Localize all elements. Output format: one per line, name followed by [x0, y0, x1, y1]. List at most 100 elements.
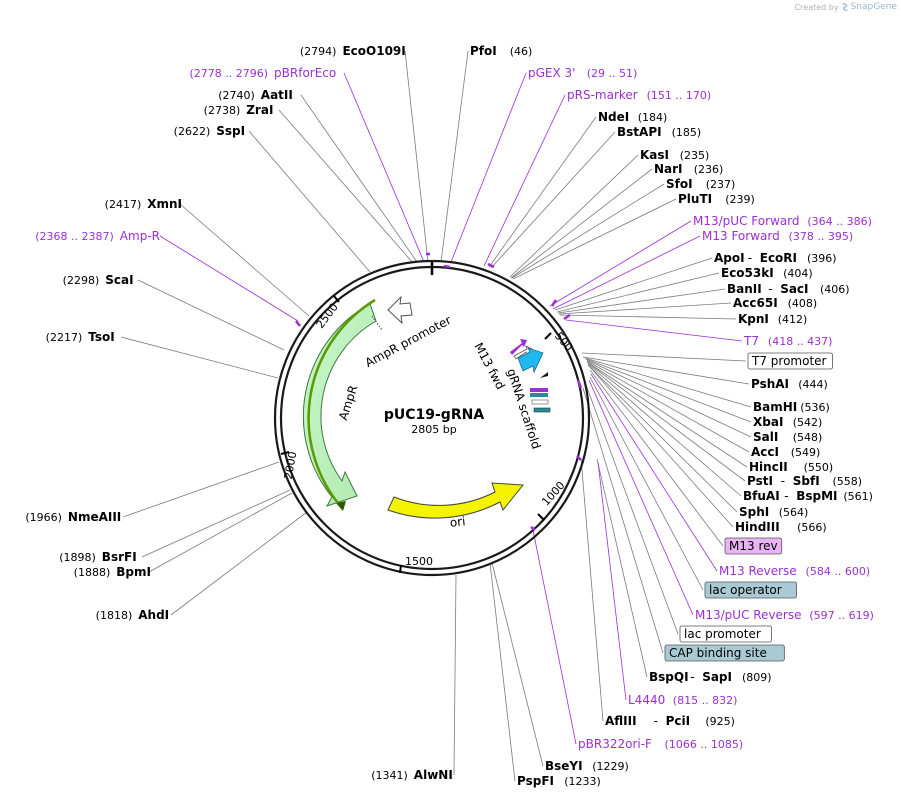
site-position: (2738)	[204, 104, 241, 117]
site-zrai[interactable]: (2738)ZraI	[204, 103, 274, 117]
site-hindiii[interactable]: HindIII(566)	[735, 520, 827, 534]
site-pgex-3[interactable]: pGEX 3'(29 .. 51)	[528, 66, 637, 80]
site-t7[interactable]: T7(418 .. 437)	[743, 334, 832, 348]
leader-line	[589, 376, 704, 591]
site-sspi[interactable]: (2622)SspI	[174, 124, 245, 138]
site-aatii[interactable]: (2740)AatII	[218, 88, 293, 102]
site-sali[interactable]: SalI(548)	[753, 430, 822, 444]
site-text: M13 rev	[729, 539, 778, 553]
site-bspqi-sapi[interactable]: BspQI-SapI(809)	[649, 670, 772, 684]
leader-line	[343, 72, 425, 263]
leader-line	[597, 461, 627, 701]
leader-lines	[120, 50, 752, 782]
site-kpni[interactable]: KpnI(412)	[738, 312, 807, 326]
grna-small-arrow	[540, 372, 548, 378]
site-m13-forward[interactable]: M13 Forward(378 .. 395)	[702, 229, 853, 243]
leader-line	[558, 302, 732, 315]
site-apoi-ecori[interactable]: ApoI-EcoRI(396)	[714, 251, 837, 265]
site-text: CAP binding site	[669, 646, 767, 660]
site-acc65i[interactable]: Acc65I(408)	[733, 296, 817, 310]
site-text: (1229)	[592, 760, 629, 773]
site-bsrfi[interactable]: (1898)BsrFI	[59, 550, 136, 564]
grna-mark-1	[530, 388, 548, 392]
site-text: (815 .. 832)	[673, 694, 738, 707]
site-cap-binding-site[interactable]: CAP binding site	[664, 644, 785, 662]
site-hincii[interactable]: HincII(550)	[749, 460, 833, 474]
site-text: pBRforEco	[274, 66, 336, 80]
site-bpmi[interactable]: (1888)BpmI	[74, 565, 151, 579]
leader-line	[586, 360, 750, 453]
ampr-promoter-feature: AmpR promoter	[363, 295, 454, 370]
site-position: (1888)	[74, 566, 111, 579]
site-text: (561)	[843, 490, 873, 503]
site-pluti[interactable]: PluTI(239)	[678, 192, 755, 206]
tick-mark-1500	[399, 564, 402, 574]
site-sfoi[interactable]: SfoI(237)	[666, 177, 735, 191]
site-pbrforeco[interactable]: (2778 .. 2796)pBRforEco	[189, 66, 336, 80]
site-m13-puc-reverse[interactable]: M13/pUC Reverse(597 .. 619)	[695, 608, 874, 622]
plasmid-length: 2805 bp	[411, 423, 456, 436]
leader-line	[586, 361, 748, 468]
site-alwni[interactable]: (1341)AlwNI	[371, 768, 453, 782]
site-text: -	[690, 670, 694, 684]
site-lac-operator[interactable]: lac operator	[704, 581, 797, 599]
site-m13-reverse[interactable]: M13 Reverse(584 .. 600)	[719, 564, 870, 578]
site-bseyi[interactable]: BseYI(1229)	[545, 759, 629, 773]
site-pbr322ori-f[interactable]: pBR322ori-F(1066 .. 1085)	[578, 737, 743, 751]
leader-line	[278, 109, 414, 264]
backbone	[273, 259, 591, 577]
leader-line	[137, 279, 285, 351]
ampr-outline-arc	[307, 298, 376, 509]
site-text: SspI	[216, 124, 245, 138]
site-bamhi[interactable]: BamHI(536)	[753, 400, 830, 414]
site-ndei[interactable]: NdeI(184)	[598, 110, 667, 124]
site-l4440[interactable]: L4440(815 .. 832)	[628, 693, 737, 707]
backbone-marks	[295, 252, 583, 531]
site-nari[interactable]: NarI(236)	[654, 162, 723, 176]
site-pfoi[interactable]: PfoI(46)	[470, 44, 532, 58]
site-prs-marker[interactable]: pRS-marker(151 .. 170)	[567, 88, 711, 102]
leader-line	[141, 489, 291, 558]
site-banii-saci[interactable]: BanII-SacI(406)	[727, 282, 850, 296]
snapgene-logo-icon	[842, 3, 848, 11]
site-position: (2368 .. 2387)	[35, 230, 114, 243]
site-pspfi[interactable]: PspFI(1233)	[517, 774, 601, 788]
site-t7-promoter[interactable]: T7 promoter	[747, 352, 833, 370]
site-xmni[interactable]: (2417)XmnI	[105, 197, 182, 211]
site-text: SapI	[702, 670, 732, 684]
site-eco53ki[interactable]: Eco53kI(404)	[721, 266, 813, 280]
site-text: PspFI	[517, 774, 554, 788]
feature-box	[679, 625, 772, 643]
site-position: (2417)	[105, 198, 142, 211]
leader-line	[582, 356, 750, 385]
site-ecoo109i[interactable]: (2794)EcoO109I	[300, 44, 406, 58]
site-tsoi[interactable]: (2217)TsoI	[46, 330, 115, 344]
site-text: (408)	[788, 297, 818, 310]
site-kasi[interactable]: KasI(235)	[640, 148, 709, 162]
backbone-mark	[443, 264, 451, 269]
site-pshai[interactable]: PshAI(444)	[751, 377, 828, 391]
site-nmeaiii[interactable]: (1966)NmeAIII	[25, 510, 121, 524]
site-xbai[interactable]: XbaI(542)	[753, 415, 822, 429]
ampr-cds-arrow	[302, 303, 377, 507]
site-afliii-pcii[interactable]: AflIII-PciI(925)	[605, 714, 735, 728]
site-ahdi[interactable]: (1818)AhdI	[96, 608, 169, 622]
site-text: (404)	[783, 267, 813, 280]
site-psti-sbfi[interactable]: PstI-SbfI(558)	[747, 474, 862, 488]
site-bfuai-bspmi[interactable]: BfuAI-BspMI(561)	[743, 489, 873, 503]
leader-line	[491, 562, 544, 767]
leader-line	[120, 336, 279, 379]
site-text: (1066 .. 1085)	[665, 738, 744, 751]
site-lac-promoter[interactable]: lac promoter	[679, 625, 772, 643]
site-text: BamHI	[753, 400, 797, 414]
site-amp-r[interactable]: (2368 .. 2387)Amp-R	[35, 229, 160, 243]
site-sphi[interactable]: SphI(564)	[739, 505, 808, 519]
site-bstapi[interactable]: BstAPI(185)	[617, 125, 701, 139]
site-text: (237)	[706, 178, 736, 191]
site-m13-rev[interactable]: M13 rev	[724, 537, 783, 555]
site-text: (597 .. 619)	[809, 609, 874, 622]
site-acci[interactable]: AccI(549)	[751, 445, 820, 459]
site-scai[interactable]: (2298)ScaI	[63, 273, 134, 287]
site-text: M13/pUC Forward	[693, 214, 800, 228]
site-m13-puc-forward[interactable]: M13/pUC Forward(364 .. 386)	[693, 214, 872, 228]
